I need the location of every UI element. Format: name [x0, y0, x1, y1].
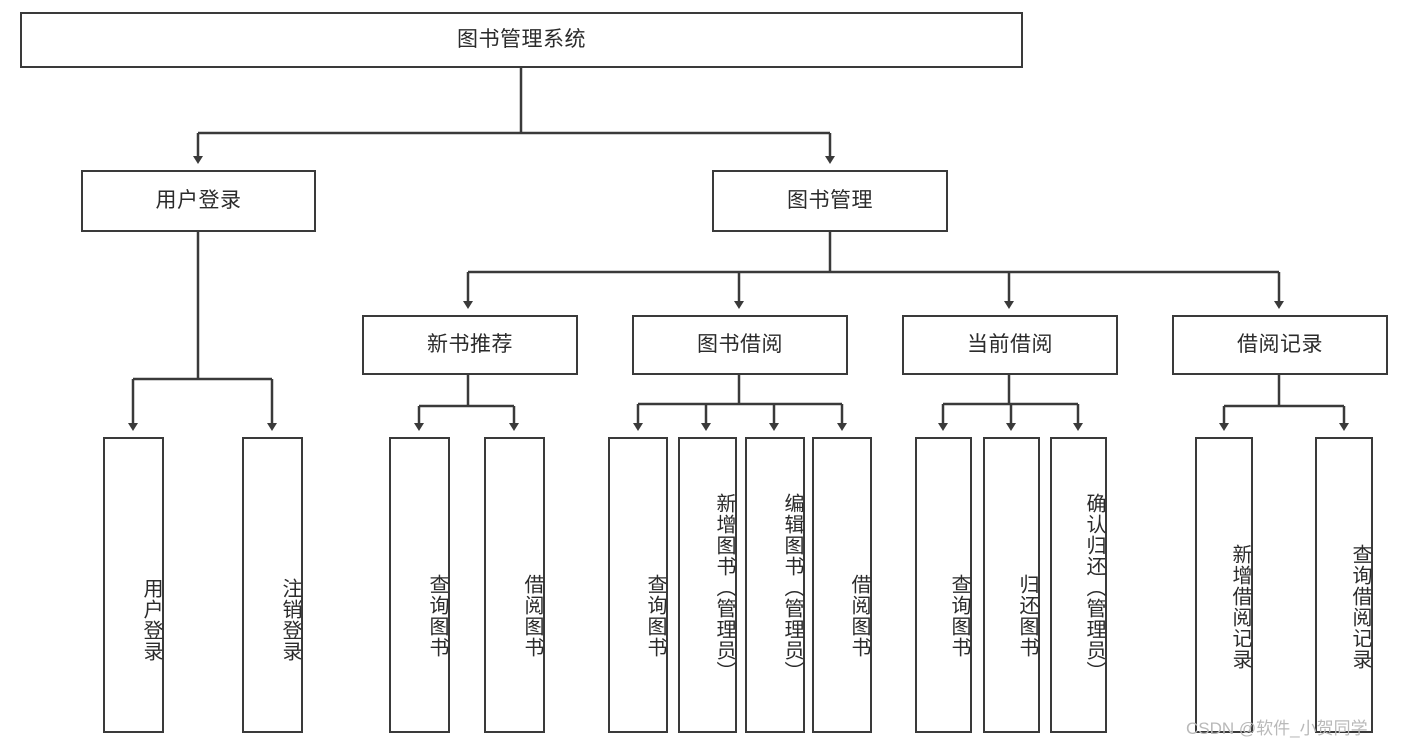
node-label: 编辑图书（管理员） [781, 492, 803, 682]
node-label: 图书管理 [787, 188, 873, 212]
leaf-borrow-record-query-record[interactable]: 查询借阅记录 [1315, 437, 1373, 733]
node-label: 当前借阅 [967, 332, 1053, 356]
leaf-book-borrow-borrow-book[interactable]: 借阅图书 [812, 437, 872, 733]
node-label: 查询图书 [948, 574, 970, 658]
node-book-borrow[interactable]: 图书借阅 [632, 315, 848, 375]
node-label: 归还图书 [1016, 574, 1038, 658]
node-label: 用户登录 [155, 188, 242, 212]
node-new-book-recommend[interactable]: 新书推荐 [362, 315, 578, 375]
leaf-user-login-login[interactable]: 用户登录 [103, 437, 164, 733]
node-label: 图书借阅 [697, 332, 783, 356]
node-label: 新书推荐 [427, 332, 513, 356]
node-label: 新增图书（管理员） [713, 492, 735, 682]
node-label: 借阅图书 [848, 574, 870, 658]
leaf-book-borrow-edit-book-admin[interactable]: 编辑图书（管理员） [745, 437, 805, 733]
leaf-borrow-record-add-record[interactable]: 新增借阅记录 [1195, 437, 1253, 733]
node-label: 确认归还（管理员） [1083, 492, 1105, 682]
node-label: 查询图书 [644, 574, 666, 658]
watermark: CSDN @软件_小贺同学 [1186, 719, 1368, 738]
leaf-current-borrow-return-book[interactable]: 归还图书 [983, 437, 1040, 733]
node-book-management[interactable]: 图书管理 [712, 170, 948, 232]
leaf-new-book-borrow-book[interactable]: 借阅图书 [484, 437, 545, 733]
node-label: 注销登录 [279, 578, 301, 662]
node-user-login[interactable]: 用户登录 [81, 170, 316, 232]
node-borrow-record[interactable]: 借阅记录 [1172, 315, 1388, 375]
leaf-book-borrow-add-book-admin[interactable]: 新增图书（管理员） [678, 437, 737, 733]
leaf-user-login-logout[interactable]: 注销登录 [242, 437, 303, 733]
node-label: 查询借阅记录 [1349, 544, 1371, 670]
node-label: 借阅图书 [521, 574, 543, 658]
node-label: 用户登录 [140, 578, 162, 662]
leaf-new-book-query-book[interactable]: 查询图书 [389, 437, 450, 733]
leaf-book-borrow-query-book[interactable]: 查询图书 [608, 437, 668, 733]
leaf-current-borrow-query-book[interactable]: 查询图书 [915, 437, 972, 733]
node-label: 图书管理系统 [457, 27, 586, 51]
node-label: 借阅记录 [1237, 332, 1323, 356]
leaf-current-borrow-confirm-return-admin[interactable]: 确认归还（管理员） [1050, 437, 1107, 733]
node-label: 查询图书 [426, 574, 448, 658]
node-label: 新增借阅记录 [1229, 544, 1251, 670]
node-current-borrow[interactable]: 当前借阅 [902, 315, 1118, 375]
node-root-book-management-system[interactable]: 图书管理系统 [20, 12, 1023, 68]
